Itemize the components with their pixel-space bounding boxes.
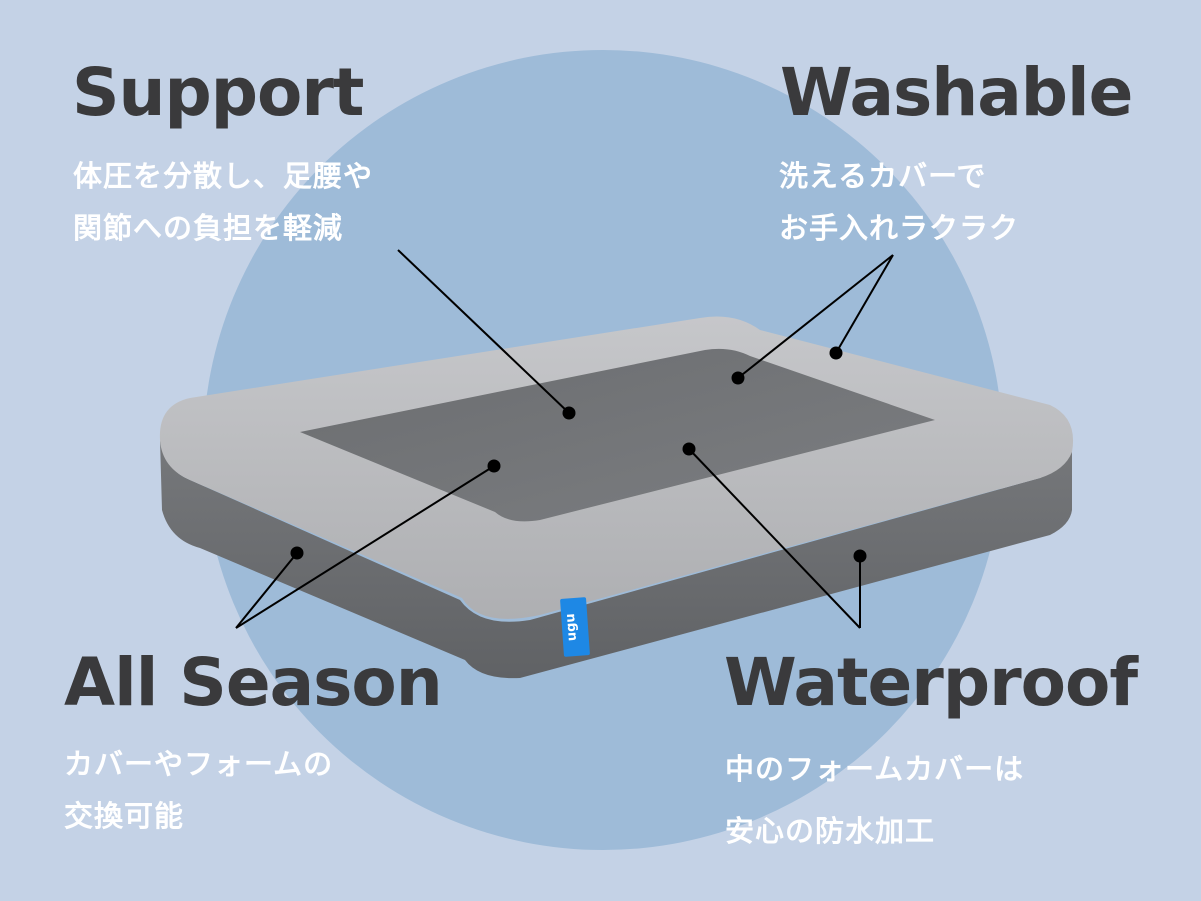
washable-line-2: お手入れラクラク — [779, 211, 1020, 245]
callout-lines — [235, 249, 894, 629]
support-line-1: 体圧を分散し、足腰や — [73, 159, 374, 193]
support-description: 体圧を分散し、足腰や 関節への負担を軽減 — [73, 150, 373, 254]
support-title: Support — [72, 54, 364, 131]
waterproof-line-2: 安心の防水加工 — [725, 814, 936, 848]
all-season-line-2: 交換可能 — [64, 799, 185, 833]
waterproof-title: Waterproof — [724, 644, 1138, 721]
washable-line-1: 洗えるカバーで — [779, 159, 987, 193]
bed-cushion — [300, 348, 935, 522]
support-line-2: 関節への負担を軽減 — [73, 211, 344, 245]
all-season-line-1: カバーやフォームの — [64, 747, 334, 781]
washable-title: Washable — [780, 54, 1133, 131]
all-season-description: カバーやフォームの 交換可能 — [64, 738, 333, 842]
bed-base — [160, 440, 1072, 679]
washable-description: 洗えるカバーで お手入れラクラク — [779, 150, 1019, 254]
callout-dots — [290, 346, 867, 563]
waterproof-line-1: 中のフォームカバーは — [725, 752, 1025, 786]
all-season-title: All Season — [64, 644, 443, 721]
waterproof-description: 中のフォームカバーは 安心の防水加工 — [725, 738, 1024, 862]
product-tag-text: ugu — [563, 613, 580, 642]
product-tag — [560, 597, 590, 657]
